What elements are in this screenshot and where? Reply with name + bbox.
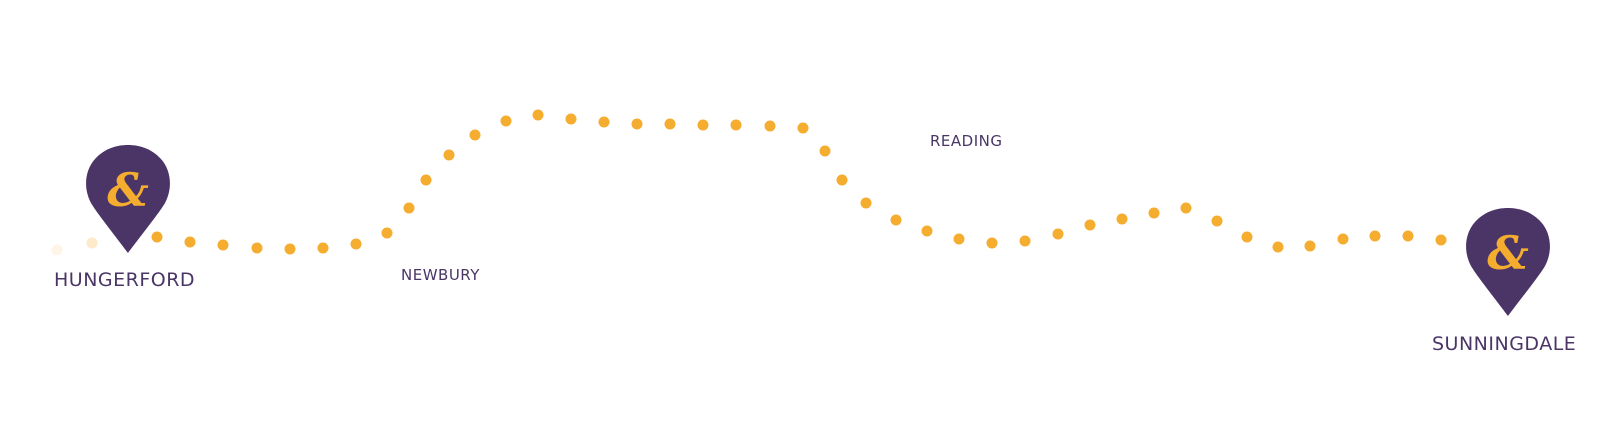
route-dot [1241,231,1253,243]
route-dot [1211,215,1223,227]
route-dot [1180,202,1192,214]
route-dot [381,227,393,239]
route-dot [217,239,229,251]
route-dot [317,242,329,254]
route-dot [443,149,455,161]
route-dot [251,242,263,254]
route-dot [500,115,512,127]
route-dot [1435,234,1447,246]
route-dot [797,122,809,134]
route-dot [403,202,415,214]
route-dot [469,129,481,141]
route-dot [184,236,196,248]
route-dot [1304,240,1316,252]
route-dot [151,231,163,243]
route-dot [350,238,362,250]
town-label-newbury: NEWBURY [401,266,480,284]
route-dot [1019,235,1031,247]
town-label-sunningdale: SUNNINGDALE [1432,333,1577,355]
route-dot [860,197,872,209]
route-dot [697,119,709,131]
route-dot [51,244,63,256]
route-dot [1084,219,1096,231]
route-dot [664,118,676,130]
route-dot [86,237,98,249]
route-dot [730,119,742,131]
end-map-pin-icon: & [1466,208,1550,316]
route-dot [631,118,643,130]
route-dot [921,225,933,237]
route-dot [1337,233,1349,245]
route-dot [819,145,831,157]
route-dot [1402,230,1414,242]
route-dot [598,116,610,128]
route-dot [1272,241,1284,253]
route-dot [986,237,998,249]
route-dot [565,113,577,125]
route-dotted-path [51,109,1447,256]
route-dot [284,243,296,255]
start-map-pin-icon: & [86,145,170,253]
route-dot [1116,213,1128,225]
start-pin-body [86,145,170,253]
route-dot [953,233,965,245]
route-dot [836,174,848,186]
route-dot [1052,228,1064,240]
end-pin-body [1466,208,1550,316]
town-label-hungerford: HUNGERFORD [54,269,196,291]
route-dot [1148,207,1160,219]
start-pin-ampersand: & [107,163,149,217]
route-dot [1369,230,1381,242]
route-dot [532,109,544,121]
town-label-reading: READING [930,132,1003,150]
route-dot [420,174,432,186]
end-pin-ampersand: & [1487,226,1529,280]
route-dot [890,214,902,226]
route-dot [764,120,776,132]
